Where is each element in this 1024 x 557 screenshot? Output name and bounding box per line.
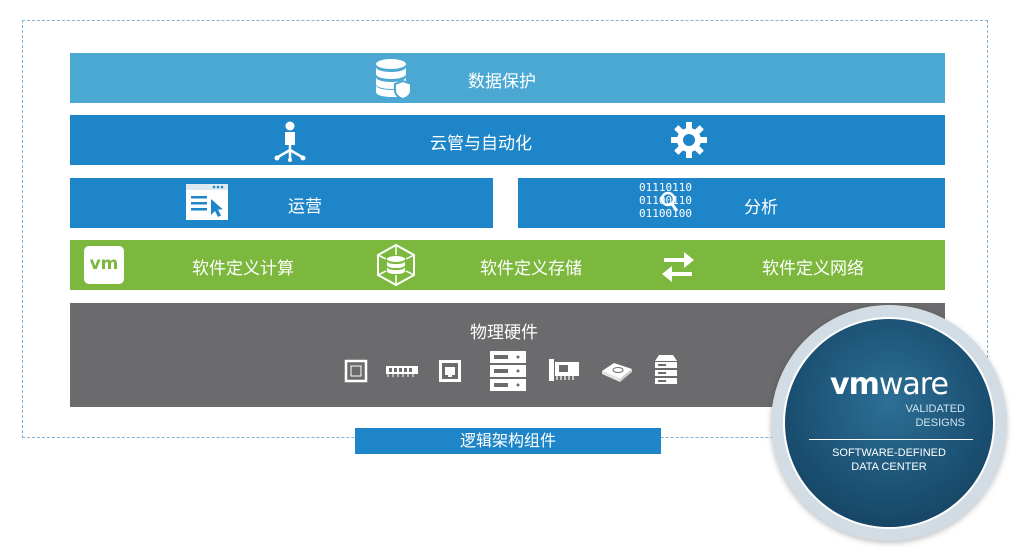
binary-line: 01100110	[639, 194, 692, 207]
vmware-validated-designs-badge: vmware VALIDATED DESIGNS SOFTWARE-DEFINE…	[771, 305, 1007, 541]
magnifier-icon	[660, 191, 679, 212]
layer-network-label: 软件定义网络	[762, 259, 864, 279]
nic-card-icon	[549, 359, 579, 381]
browser-cursor-icon	[186, 184, 228, 220]
layer-data-protection: 数据保护	[70, 53, 945, 103]
storage-array-icon	[655, 355, 677, 384]
badge-inner-circle: vmware VALIDATED DESIGNS SOFTWARE-DEFINE…	[783, 317, 995, 529]
vmware-logo-vm: vm	[830, 367, 880, 402]
layer-data-protection-label: 数据保护	[468, 72, 536, 92]
layer-software-defined: vm 软件定义计算 软件定义存储 软件定义网络	[70, 240, 945, 290]
layer-cloud-management-label: 云管与自动化	[430, 134, 532, 154]
badge-text-validated: VALIDATED	[905, 403, 966, 415]
network-port-icon	[439, 360, 461, 382]
server-rack-icon	[490, 351, 526, 391]
cpu-icon	[344, 359, 368, 383]
database-shield-icon	[376, 59, 412, 99]
vm-logo-text: vm	[89, 254, 119, 274]
logical-architecture-label: 逻辑架构组件	[355, 428, 661, 454]
layer-hardware-label: 物理硬件	[470, 323, 538, 343]
layer-cloud-management: 云管与自动化	[70, 115, 945, 165]
layer-operations: 运营	[70, 178, 493, 228]
memory-stick-icon	[386, 366, 418, 377]
exchange-arrows-icon	[662, 252, 694, 282]
badge-text-sddc-2: DATA CENTER	[851, 461, 927, 473]
layer-compute-label: 软件定义计算	[192, 259, 294, 279]
layer-operations-label: 运营	[288, 197, 322, 217]
vm-logo-icon: vm	[84, 246, 124, 284]
org-chart-person-icon	[274, 121, 306, 162]
badge-divider	[809, 439, 973, 440]
layer-analytics-label: 分析	[744, 198, 778, 218]
binary-data-graphic: 01110110 01100110 01100100	[639, 181, 692, 220]
vmware-logo: vmware	[785, 367, 993, 402]
binary-line: 01100100	[639, 207, 692, 220]
layer-analytics: 01110110 01100110 01100100 分析	[518, 178, 945, 228]
disk-drive-icon	[602, 363, 632, 382]
badge-text-sddc-1: SOFTWARE-DEFINED	[832, 447, 946, 459]
layer-storage-label: 软件定义存储	[480, 259, 582, 279]
gear-icon	[671, 122, 707, 158]
hex-storage-icon	[377, 243, 415, 287]
badge-text-designs: DESIGNS	[915, 417, 965, 429]
vmware-logo-ware: ware	[878, 367, 949, 402]
binary-line: 01110110	[639, 181, 692, 194]
